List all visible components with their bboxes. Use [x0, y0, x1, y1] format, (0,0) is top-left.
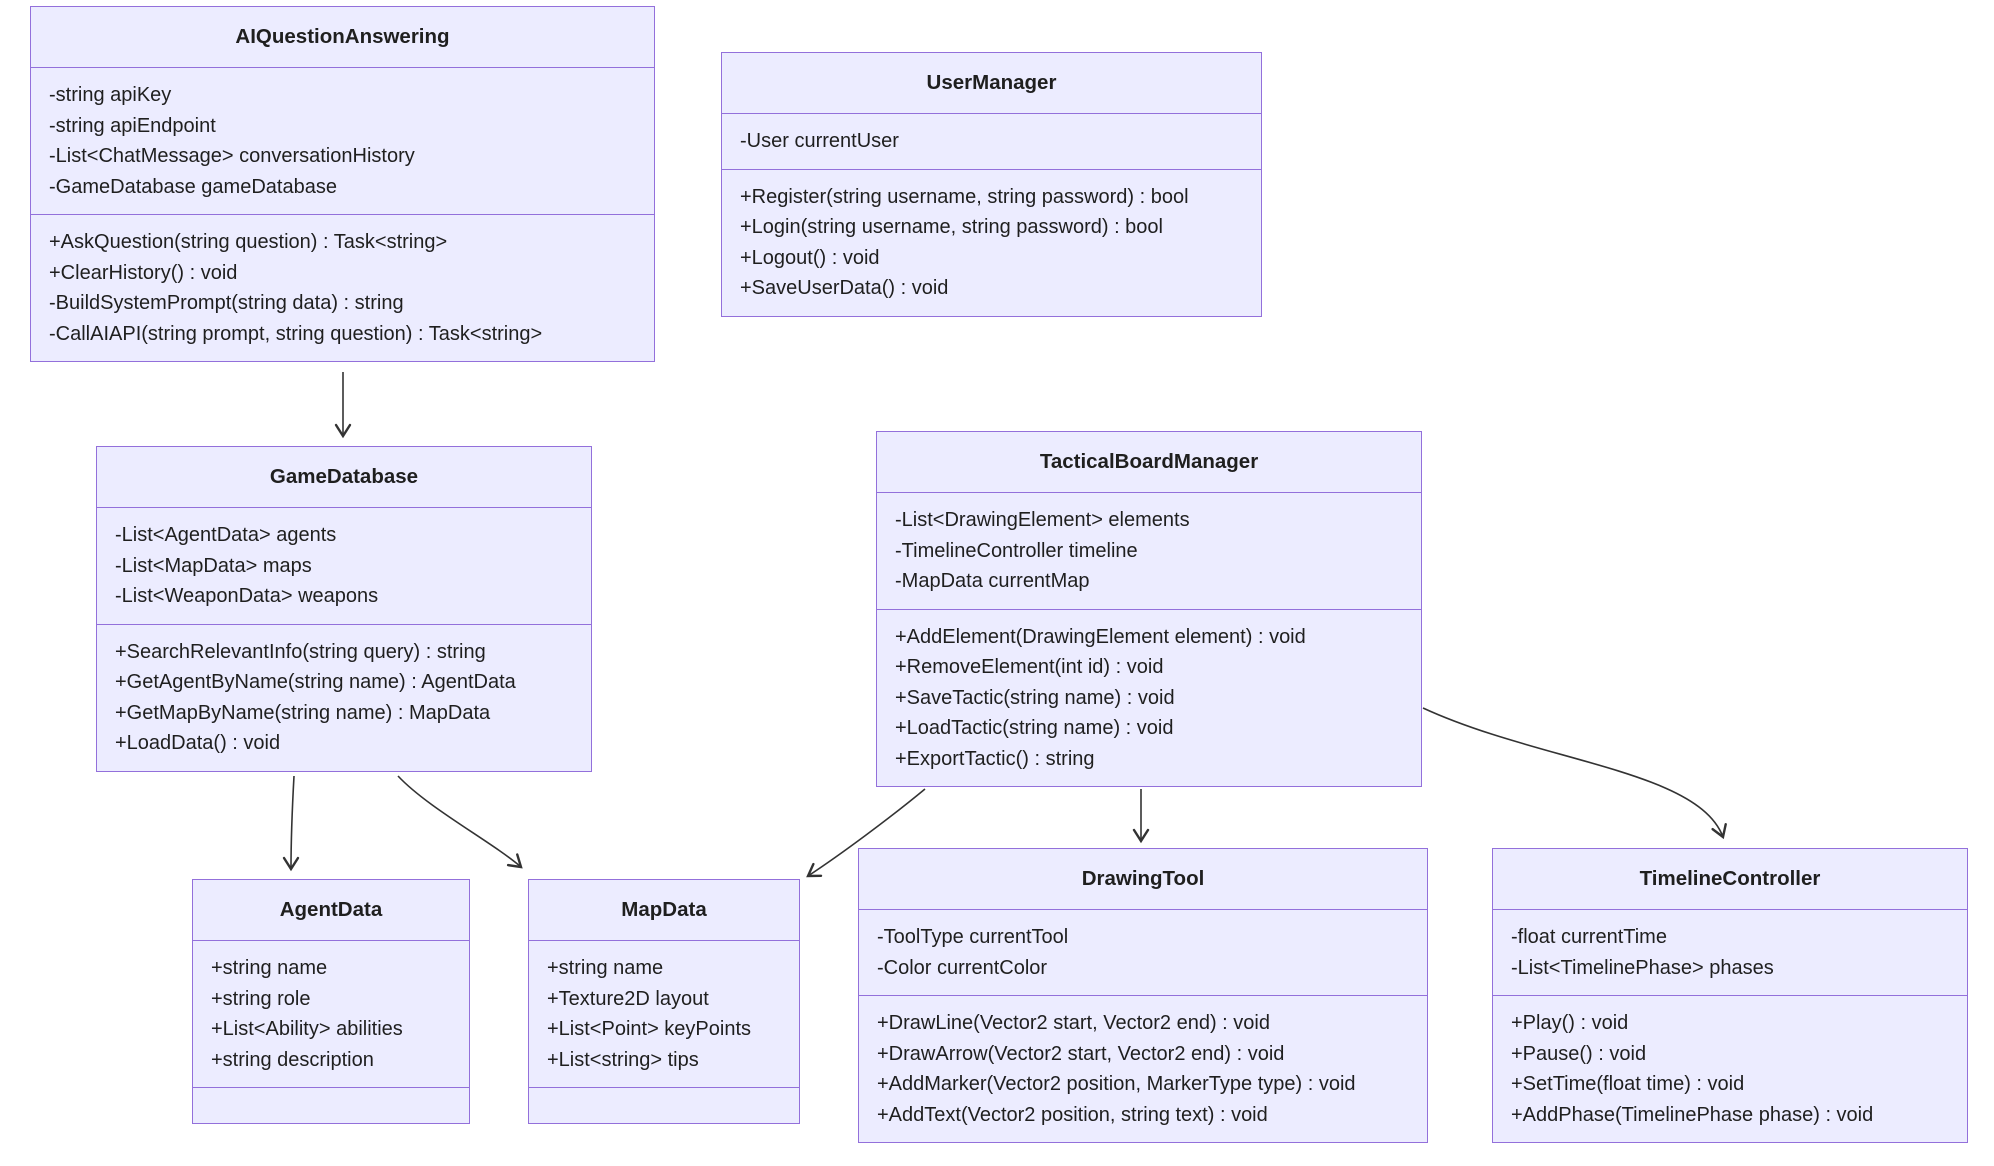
- class-usermanager: UserManager -User currentUser +Register(…: [721, 52, 1262, 317]
- method: +GetMapByName(string name) : MapData: [115, 701, 491, 724]
- class-title: DrawingTool: [1081, 867, 1205, 890]
- attribute: -Color currentColor: [877, 956, 1048, 979]
- class-title: TacticalBoardManager: [1039, 450, 1259, 473]
- attributes-compartment: -float currentTime -List<TimelinePhase> …: [1493, 909, 1967, 995]
- method: +AddMarker(Vector2 position, MarkerType …: [877, 1073, 1356, 1095]
- attribute: -List<ChatMessage> conversationHistory: [49, 145, 415, 167]
- method: +SaveTactic(string name) : void: [895, 686, 1175, 709]
- method: +SaveUserData() : void: [740, 277, 949, 299]
- method: +DrawLine(Vector2 start, Vector2 end) : …: [877, 1012, 1270, 1034]
- method: +ClearHistory() : void: [49, 261, 238, 284]
- attribute: +List<Ability> abilities: [211, 1018, 403, 1040]
- attribute: +string name: [211, 957, 328, 979]
- class-title: MapData: [621, 898, 707, 921]
- method: +GetAgentByName(string name) : AgentData: [115, 671, 516, 693]
- attribute: -List<AgentData> agents: [115, 524, 337, 546]
- class-title: GameDatabase: [269, 465, 419, 488]
- attribute: -string apiEndpoint: [49, 114, 216, 137]
- attributes-compartment: +string name +string role +List<Ability>…: [193, 940, 469, 1087]
- class-title: UserManager: [926, 71, 1057, 94]
- attributes-compartment: -User currentUser: [722, 113, 1261, 169]
- class-title: AIQuestionAnswering: [235, 25, 450, 48]
- attributes-compartment: -string apiKey -string apiEndpoint -List…: [31, 67, 654, 214]
- method: +LoadData() : void: [115, 732, 281, 754]
- attribute: -ToolType currentTool: [877, 926, 1069, 948]
- method: +SetTime(float time) : void: [1511, 1073, 1745, 1095]
- method: +Logout() : void: [740, 246, 880, 269]
- attribute: +List<string> tips: [547, 1048, 699, 1071]
- method: +Login(string username, string password)…: [740, 216, 1163, 238]
- attribute: -List<DrawingElement> elements: [895, 509, 1190, 531]
- methods-compartment: +Register(string username, string passwo…: [722, 168, 1261, 316]
- methods-compartment: +AskQuestion(string question) : Task<str…: [31, 214, 654, 361]
- class-title: TimelineController: [1639, 867, 1821, 890]
- attribute: -MapData currentMap: [895, 570, 1090, 592]
- method: +Pause() : void: [1511, 1042, 1647, 1065]
- attribute: -string apiKey: [49, 84, 172, 106]
- attribute: +string description: [211, 1048, 374, 1071]
- arrow-gamedatabase-to-mapdata: [397, 775, 523, 869]
- class-tacticalboardmanager: TacticalBoardManager -List<DrawingElemen…: [876, 431, 1422, 787]
- attribute: -GameDatabase gameDatabase: [49, 175, 337, 198]
- class-agentdata: AgentData +string name +string role +Lis…: [192, 879, 470, 1124]
- attribute: +List<Point> keyPoints: [547, 1018, 752, 1040]
- attributes-compartment: -ToolType currentTool -Color currentColo…: [859, 909, 1427, 995]
- method: +AskQuestion(string question) : Task<str…: [49, 231, 448, 253]
- methods-compartment: +DrawLine(Vector2 start, Vector2 end) : …: [859, 995, 1427, 1142]
- arrow-gamedatabase-to-agentdata: [282, 775, 300, 872]
- class-title: AgentData: [279, 898, 383, 921]
- attributes-compartment: -List<DrawingElement> elements -Timeline…: [877, 492, 1421, 609]
- method: +RemoveElement(int id) : void: [895, 656, 1164, 678]
- method: +Play() : void: [1511, 1012, 1629, 1034]
- method: +SearchRelevantInfo(string query) : stri…: [115, 640, 486, 663]
- methods-compartment: +SearchRelevantInfo(string query) : stri…: [97, 623, 591, 771]
- methods-compartment-empty: [529, 1087, 799, 1123]
- attribute: -List<TimelinePhase> phases: [1511, 956, 1774, 979]
- attribute: -TimelineController timeline: [895, 539, 1138, 562]
- method: +LoadTactic(string name) : void: [895, 717, 1174, 739]
- attributes-compartment: +string name +Texture2D layout +List<Poi…: [529, 940, 799, 1087]
- method: +AddPhase(TimelinePhase phase) : void: [1511, 1103, 1874, 1126]
- class-timelinecontroller: TimelineController -float currentTime -L…: [1492, 848, 1968, 1143]
- method: +AddText(Vector2 position, string text) …: [877, 1103, 1268, 1126]
- attributes-compartment: -List<AgentData> agents -List<MapData> m…: [97, 507, 591, 624]
- class-mapdata: MapData +string name +Texture2D layout +…: [528, 879, 800, 1124]
- class-drawingtool: DrawingTool -ToolType currentTool -Color…: [858, 848, 1428, 1143]
- methods-compartment-empty: [193, 1087, 469, 1123]
- method: -BuildSystemPrompt(string data) : string: [49, 292, 404, 314]
- method: +DrawArrow(Vector2 start, Vector2 end) :…: [877, 1042, 1285, 1065]
- attribute: -float currentTime: [1511, 926, 1667, 948]
- attribute: -User currentUser: [740, 130, 899, 152]
- attribute: +string name: [547, 957, 664, 979]
- methods-compartment: +AddElement(DrawingElement element) : vo…: [877, 608, 1421, 787]
- attribute: +Texture2D layout: [547, 987, 709, 1010]
- class-aiquestionanswering: AIQuestionAnswering -string apiKey -stri…: [30, 6, 655, 362]
- class-gamedatabase: GameDatabase -List<AgentData> agents -Li…: [96, 446, 592, 772]
- methods-compartment: +Play() : void +Pause() : void +SetTime(…: [1493, 995, 1967, 1142]
- method: -CallAIAPI(string prompt, string questio…: [49, 322, 543, 345]
- method: +AddElement(DrawingElement element) : vo…: [895, 625, 1306, 648]
- attribute: -List<MapData> maps: [115, 554, 312, 577]
- attribute: -List<WeaponData> weapons: [115, 585, 379, 607]
- arrow-tacticalboardmanager-to-timelinecontroller: [1422, 707, 1727, 840]
- method: +Register(string username, string passwo…: [740, 185, 1189, 208]
- attribute: +string role: [211, 987, 311, 1010]
- method: +ExportTactic() : string: [895, 747, 1095, 770]
- arrow-tacticalboardmanager-to-mapdata: [806, 788, 926, 878]
